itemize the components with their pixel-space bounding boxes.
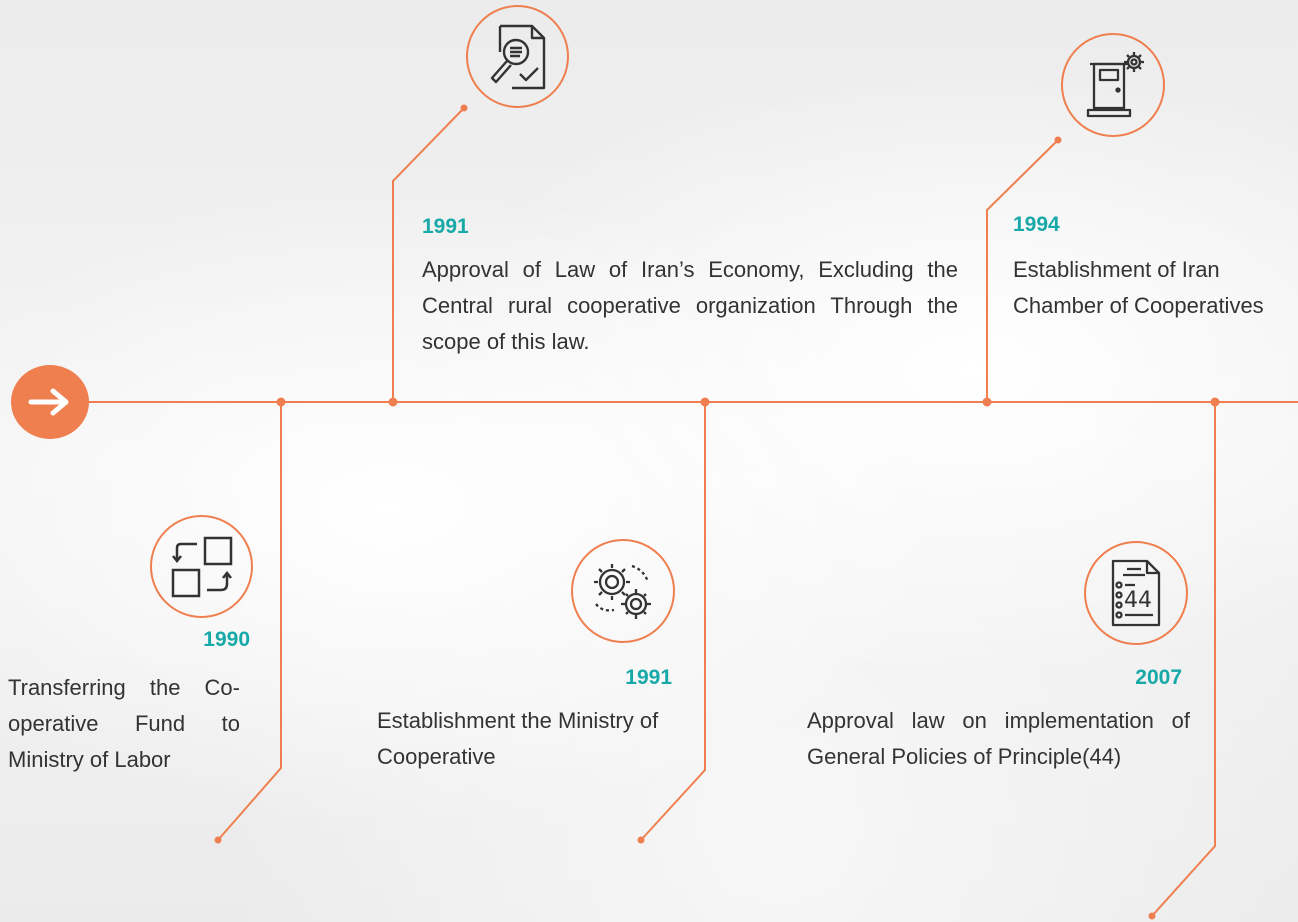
event-1994-year: 1994	[1013, 213, 1060, 236]
event-1991-law-text: Approval of Law of Iran’s Economy, Exclu…	[422, 257, 958, 354]
event-1991-law-year: 1991	[422, 215, 469, 238]
event-1991-ministry-year: 1991	[625, 666, 672, 689]
node-dot	[700, 397, 710, 407]
node-dot	[388, 397, 398, 407]
node-dot	[276, 397, 286, 407]
swap-squares-icon	[171, 536, 232, 597]
end-dot	[214, 836, 222, 844]
end-dot	[637, 836, 645, 844]
end-dot	[1054, 136, 1062, 144]
event-1991-ministry-icon-circle	[571, 539, 675, 643]
connector-1991-ministry	[640, 402, 706, 841]
event-1990-icon-circle	[150, 515, 253, 618]
connector-1991-law	[392, 107, 465, 402]
node-dot	[1210, 397, 1220, 407]
connector-2007	[1151, 402, 1216, 917]
gears-icon	[594, 564, 651, 619]
event-1991-law-icon-circle	[466, 5, 569, 108]
event-1990-text: Transferring the Co-operative Fund to Mi…	[8, 675, 240, 772]
event-2007-year: 2007	[1135, 666, 1182, 689]
connector-1994	[986, 139, 1059, 402]
document-44-icon: 44	[1111, 559, 1161, 627]
start-arrow-button[interactable]	[11, 365, 89, 439]
document-search-icon	[490, 24, 545, 89]
event-1991-ministry-text: Establishment the Ministry of Cooperativ…	[377, 708, 659, 769]
doc-44-label: 44	[1124, 588, 1152, 613]
event-2007-icon-circle: 44	[1084, 541, 1188, 645]
event-1994-text: Establishment of Iran Chamber of Coopera…	[1013, 257, 1264, 318]
node-dot	[982, 397, 992, 407]
event-1994-icon-circle	[1061, 33, 1165, 137]
arrow-right-icon	[28, 388, 69, 416]
door-gear-icon	[1086, 52, 1144, 118]
event-1990-year: 1990	[203, 628, 250, 651]
end-dot	[1148, 912, 1156, 920]
connector-1990	[217, 402, 282, 841]
event-2007-text: Approval law on implementation of Genera…	[807, 708, 1190, 769]
end-dot	[460, 104, 468, 112]
